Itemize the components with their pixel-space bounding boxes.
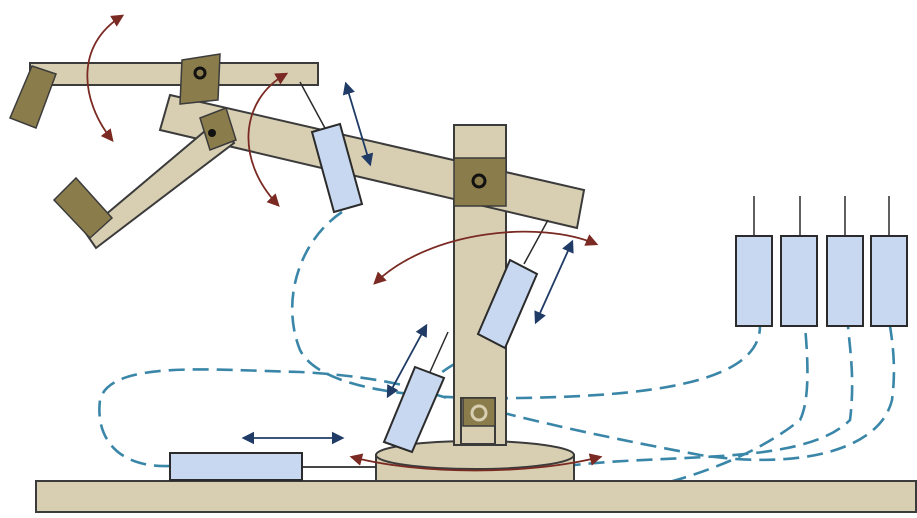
gripper-jaw-top [9,65,57,129]
supply-cylinder [780,196,818,327]
elbow-extension-arrow [342,81,374,167]
supply-cylinder [870,196,908,327]
base-plate [35,480,917,513]
elbow-actuator [299,81,364,214]
supply-cylinder [826,196,864,327]
tilt-extension-arrow [386,323,428,399]
wrist-rotation-arrow [247,72,289,207]
post-pivot-block [462,397,496,427]
shoulder-pivot-block [453,157,507,207]
slider-actuator [169,452,376,481]
shoulder-extension-arrow [534,239,574,325]
base-rotation-arrow [349,453,603,472]
tilt-actuator [382,331,449,454]
supply-cylinder [735,196,773,327]
forearm-lower [83,107,237,250]
tube-elbow [291,210,762,400]
shoulder-rotation-arrow [373,230,599,285]
gripper-jaw-bottom [52,176,114,240]
supply-cylinders [735,196,908,327]
tube-shoulder [394,325,809,505]
gripper-rotation-arrow [86,14,125,142]
